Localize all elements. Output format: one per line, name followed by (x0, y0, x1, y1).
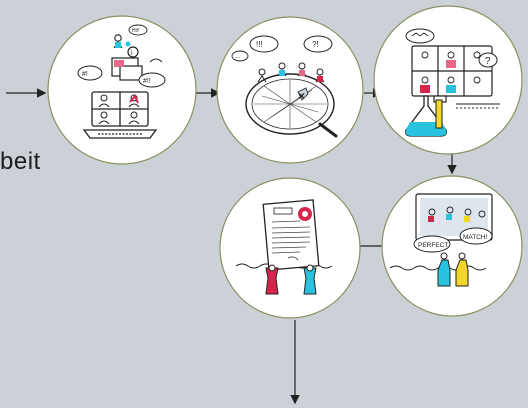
step-4-circle: PERFECT MATCH! (381, 175, 523, 317)
svg-text:×: × (298, 89, 305, 103)
bubble-text: #!! (143, 78, 151, 85)
side-text-fragment: beit (0, 148, 41, 175)
bubble-text: Hi!! (132, 28, 140, 34)
monitor-icon (411, 45, 493, 103)
team-figures (437, 252, 469, 287)
laptop-icon (82, 91, 158, 139)
speech-bubble-3: ... (231, 50, 249, 62)
certificate-icon (262, 199, 320, 271)
speech-bubble-3: Hi!! (128, 24, 148, 36)
speech-bubble-1: ? (478, 52, 498, 68)
bubble-text: PERFECT (418, 242, 448, 249)
step-2-circle: × !!! ?! ... (216, 16, 364, 164)
bubble-text: #! (82, 71, 88, 78)
speech-bubble-2: ?! (303, 35, 333, 53)
bubble-text: ?! (312, 40, 319, 49)
speech-bubble-1: !!! (249, 35, 279, 53)
bubble-text: MATCH! (463, 234, 488, 241)
bubble-text: ? (485, 56, 491, 67)
svg-text:i: i (131, 50, 133, 57)
bubble-text: ... (235, 54, 240, 60)
speech-bubble-1: #! (77, 65, 103, 81)
step-5-circle (219, 177, 361, 319)
step-1-circle: i #! #!! Hi!! (47, 15, 197, 165)
speech-bubble-2: MATCH! (459, 227, 493, 245)
speech-bubble-2: #!! (138, 72, 166, 88)
step-3-circle: ? (373, 5, 523, 155)
bubble-text: !!! (256, 40, 263, 49)
speech-bubble-1: PERFECT (413, 235, 451, 253)
hands-holding (265, 264, 317, 295)
petri-dish-icon: × (245, 73, 335, 135)
thought-bubble (405, 28, 435, 44)
